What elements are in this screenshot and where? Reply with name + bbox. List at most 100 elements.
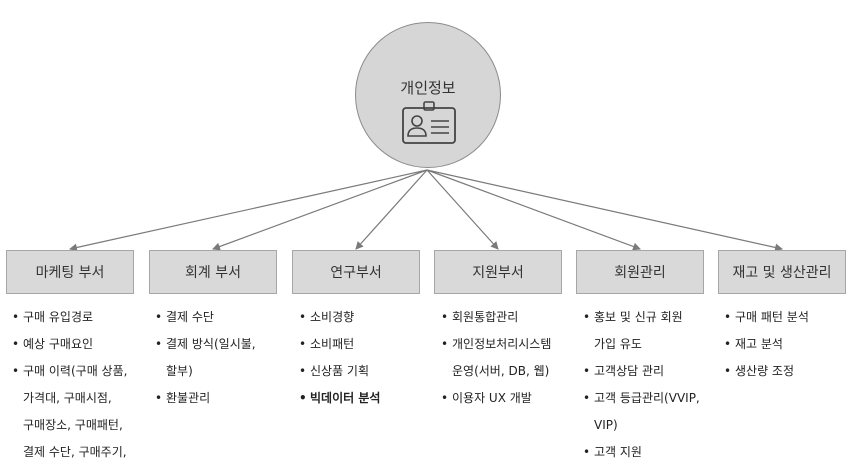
dept-list-inventory: •구매 패턴 분석•재고 분석•생산량 조정 [724,304,809,385]
dept-box-membership: 회원관리 [576,250,704,294]
list-item-text: 가격대, 구매시점, [23,391,112,405]
bullet-mark: • [441,391,449,405]
dept-list-accounting: •결제 수단•결제 방식(일시불,할부)•환불관리 [155,304,256,412]
list-item: •재고 분석 [724,331,809,358]
bullet-mark: • [724,364,732,378]
list-item-text: 개인정보처리시스템 [452,337,552,351]
dept-box-marketing: 마케팅 부서 [6,250,134,294]
bullet-mark: • [12,337,20,351]
connector-line-accounting [212,169,428,251]
connector-line-support [426,169,499,250]
list-item: •홍보 및 신규 회원 [583,304,700,331]
connector-line-research [355,169,428,250]
list-item: •회원통합관리 [441,304,551,331]
list-item: 구매장소, 구매패턴, [12,412,127,439]
bullet-mark: • [12,364,20,378]
list-item-text: 고객 지원 [594,445,642,459]
bullet-mark: • [583,445,591,459]
list-item: •소비경향 [299,304,380,331]
bullet-mark: • [155,391,163,405]
bullet-mark: • [299,337,307,351]
list-item-text: 환불관리 [166,391,211,405]
list-item-text: 고객상담 관리 [594,364,665,378]
list-item-text: VIP) [594,418,618,432]
bullet-mark: • [583,364,591,378]
list-item-text: 회원통합관리 [452,310,519,324]
id-card-icon [402,101,456,144]
list-item-text: 홍보 및 신규 회원 [594,310,683,324]
dept-label: 연구부서 [330,265,382,281]
list-item-text: 고객 등급관리(VVIP, [594,391,700,405]
list-item: •신상품 기획 [299,358,380,385]
dept-box-inventory: 재고 및 생산관리 [718,250,846,294]
list-item-text: 생산량 조정 [735,364,795,378]
list-item-text: 결제 수단, 구매주기, [23,445,127,459]
dept-label: 지원부서 [472,265,524,281]
list-item-text: 이용자 UX 개발 [452,391,532,405]
connector-line-membership [426,169,641,251]
dept-label: 회원관리 [614,265,666,281]
list-item-text: 소비패턴 [310,337,355,351]
list-item-text: 결제 수단 [166,310,214,324]
list-item-text: 운영(서버, DB, 웹) [452,364,550,378]
connector-line-inventory [426,169,783,252]
bullet-mark: • [724,337,732,351]
bullet-mark: • [299,391,307,405]
list-item: •빅데이터 분석 [299,385,380,412]
list-item-text: 구매장소, 구매패턴, [23,418,123,432]
connector-line-marketing [69,169,428,252]
list-item: •결제 방식(일시불, [155,331,256,358]
list-item: •예상 구매요인 [12,331,127,358]
list-item-text: 구매 패턴 분석 [735,310,809,324]
dept-box-support: 지원부서 [434,250,562,294]
list-item: •개인정보처리시스템 [441,331,551,358]
dept-label: 재고 및 생산관리 [732,265,832,281]
list-item-text: 구매 이력(구매 상품, [23,364,128,378]
bullet-mark: • [583,310,591,324]
list-item: 가입 유도 [583,331,700,358]
list-item: 결제 수단, 구매주기, [12,439,127,466]
dept-list-marketing: •구매 유입경로•예상 구매요인•구매 이력(구매 상품,가격대, 구매시점,구… [12,304,127,466]
dept-box-accounting: 회계 부서 [149,250,277,294]
list-item-text: 예상 구매요인 [23,337,94,351]
list-item: •생산량 조정 [724,358,809,385]
personal-info-hub: 개인정보 [355,22,501,168]
list-item: •고객상담 관리 [583,358,700,385]
list-item: •소비패턴 [299,331,380,358]
list-item-text: 구매 유입경로 [23,310,94,324]
list-item: •결제 수단 [155,304,256,331]
list-item: •구매 패턴 분석 [724,304,809,331]
bullet-mark: • [155,337,163,351]
list-item: •환불관리 [155,385,256,412]
dept-box-research: 연구부서 [292,250,420,294]
list-item: •고객 등급관리(VVIP, [583,385,700,412]
list-item: VIP) [583,412,700,439]
list-item-text: 소비경향 [310,310,355,324]
list-item-text: 결제 방식(일시불, [166,337,256,351]
list-item: 할부) [155,358,256,385]
hub-title: 개인정보 [400,79,456,97]
list-item: 가격대, 구매시점, [12,385,127,412]
list-item-text: 신상품 기획 [310,364,370,378]
bullet-mark: • [724,310,732,324]
list-item: •구매 유입경로 [12,304,127,331]
list-item-text: 재고 분석 [735,337,783,351]
list-item-text: 할부) [166,364,193,378]
bullet-mark: • [299,310,307,324]
dept-list-research: •소비경향•소비패턴•신상품 기획•빅데이터 분석 [299,304,380,412]
list-item: 운영(서버, DB, 웹) [441,358,551,385]
bullet-mark: • [441,310,449,324]
bullet-mark: • [583,391,591,405]
list-item-text: 가입 유도 [594,337,642,351]
list-item-text: 빅데이터 분석 [310,391,381,405]
bullet-mark: • [155,310,163,324]
bullet-mark: • [441,337,449,351]
list-item: •이용자 UX 개발 [441,385,551,412]
dept-label: 회계 부서 [185,265,241,281]
dept-label: 마케팅 부서 [35,265,105,281]
bullet-mark: • [12,310,20,324]
list-item: •고객 지원 [583,439,700,466]
